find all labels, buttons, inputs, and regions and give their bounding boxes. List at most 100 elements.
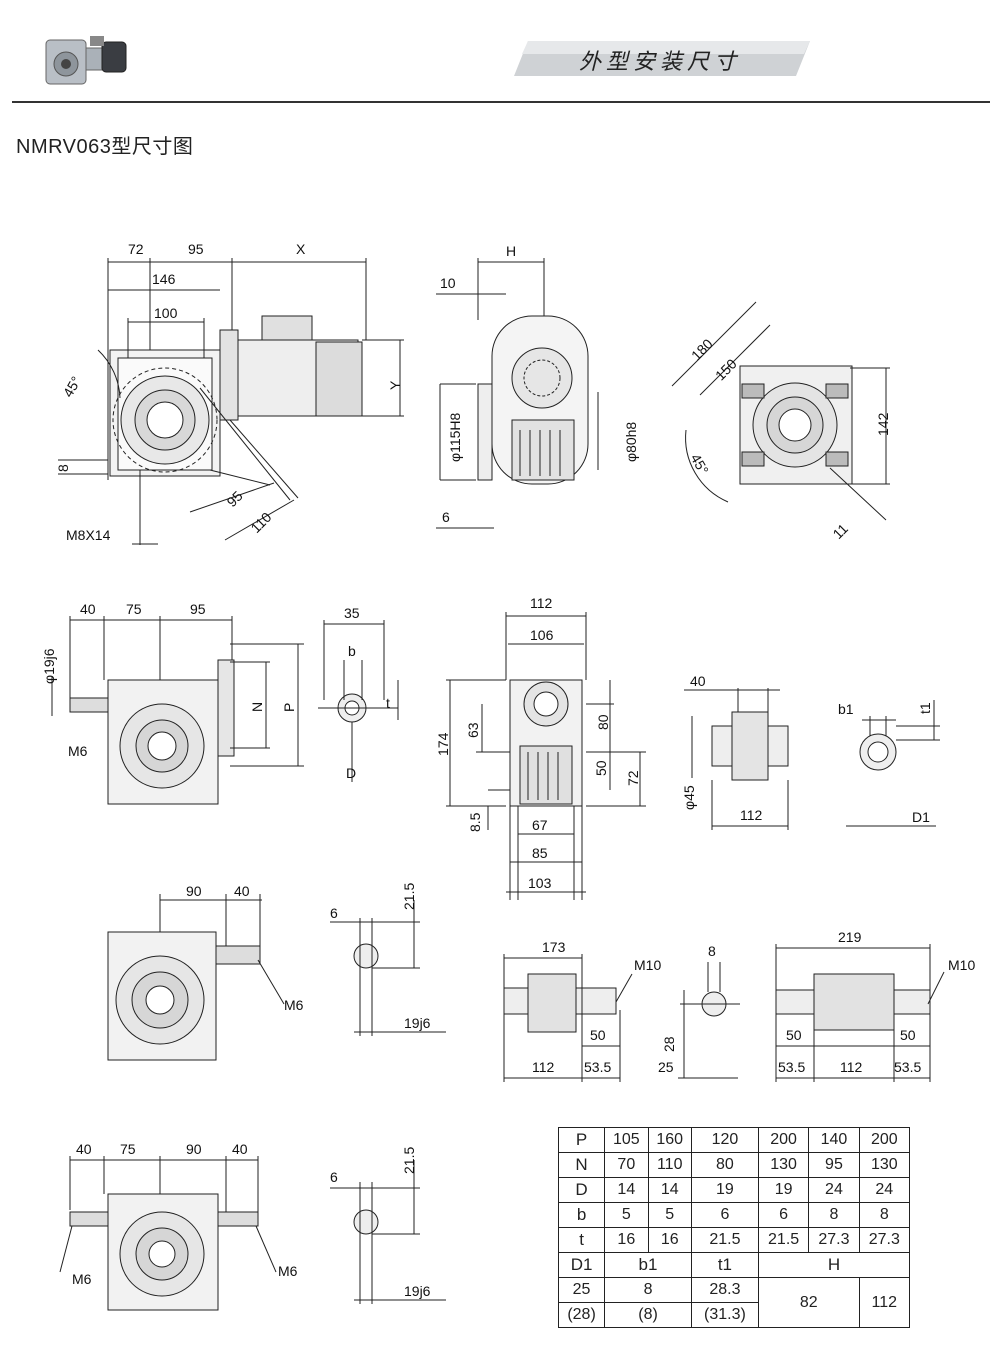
table-row: D 14 14 19 19 24 24	[557, 1177, 911, 1203]
table-cell: 95	[808, 1152, 860, 1178]
dim-label: M10	[948, 957, 975, 973]
header-divider	[12, 101, 990, 103]
output-shaft-view-drawing	[107, 894, 285, 1061]
dim-label: 95	[190, 601, 206, 617]
table-cell: 21.5	[757, 1227, 810, 1253]
dim-label: M10	[634, 957, 661, 973]
dim-label: 40	[232, 1141, 248, 1157]
dim-label: 6	[330, 1169, 338, 1185]
dim-label: X	[296, 241, 306, 257]
dim-label: 142	[875, 412, 891, 436]
dim-label: 146	[152, 271, 176, 287]
row-label: t	[557, 1227, 606, 1253]
table-cell: (31.3)	[690, 1302, 759, 1328]
dim-label: 6	[442, 509, 450, 525]
dim-label: 8	[55, 464, 71, 472]
dim-label: 19j6	[404, 1283, 431, 1299]
spec-table: P 105 160 120 200 140 200 N 70 110 80 13…	[557, 1127, 911, 1328]
dim-label: 10	[440, 275, 456, 291]
table-cell: 6	[757, 1202, 810, 1228]
table-cell: 130	[858, 1152, 911, 1178]
dim-label: t1	[917, 702, 933, 714]
dim-label: 112	[530, 595, 553, 611]
dim-label: φ45	[681, 785, 697, 810]
dim-label: M6	[68, 743, 88, 759]
table-cell: 14	[604, 1177, 649, 1203]
table-cell: 8	[604, 1277, 692, 1303]
side-view-drawing	[436, 258, 599, 529]
dim-label: M8X14	[66, 527, 111, 543]
dim-label: 110	[247, 509, 274, 536]
table-cell: 25	[557, 1277, 606, 1303]
column-header: t1	[690, 1252, 759, 1278]
dim-label: 11	[829, 520, 851, 542]
table-row: b 5 5 6 6 8 8	[557, 1202, 911, 1228]
dim-label: P	[281, 703, 297, 712]
dim-label: 50	[593, 760, 609, 776]
table-cell: 200	[757, 1127, 810, 1153]
table-cell: 110	[647, 1152, 692, 1178]
dim-label: b1	[838, 701, 854, 717]
table-cell: 82	[757, 1277, 860, 1328]
table-cell: 120	[690, 1127, 759, 1153]
dim-label: H	[506, 243, 516, 259]
table-row: t 16 16 21.5 21.5 27.3 27.3	[557, 1227, 911, 1253]
dim-label: 50	[900, 1027, 916, 1043]
table-cell: (28)	[557, 1302, 606, 1328]
dim-label: φ80h8	[623, 422, 639, 462]
dim-label: 219	[838, 929, 862, 945]
table-cell: 140	[808, 1127, 860, 1153]
double-input-view-drawing	[59, 1156, 277, 1311]
hollow-shaft-key-drawing	[846, 700, 940, 827]
gear-motor-thumbnail-icon	[45, 36, 127, 85]
table-cell: 14	[647, 1177, 692, 1203]
table-cell: 28.3	[690, 1277, 759, 1303]
dim-label: 112	[532, 1059, 555, 1075]
table-cell: 5	[647, 1202, 692, 1228]
table-cell: 130	[757, 1152, 810, 1178]
dim-label: 112	[740, 807, 763, 823]
dim-label: 63	[465, 722, 481, 738]
dim-label: 40	[76, 1141, 92, 1157]
side-view-2-drawing	[446, 612, 646, 900]
table-cell: 6	[690, 1202, 759, 1228]
dim-label: 95	[188, 241, 204, 257]
column-header: b1	[604, 1252, 692, 1278]
key-detail-2-drawing	[330, 1160, 446, 1304]
dim-label: 90	[186, 1141, 202, 1157]
dim-label: 100	[154, 305, 178, 321]
table-cell: 105	[604, 1127, 649, 1153]
table-cell: 21.5	[690, 1227, 759, 1253]
banner-background	[514, 41, 810, 76]
table-row: N 70 110 80 130 95 130	[557, 1152, 911, 1178]
table-cell: 8	[858, 1202, 911, 1228]
model-title: NMRV063型尺寸图	[16, 136, 194, 158]
dim-label: 21.5	[401, 883, 417, 910]
table-row: (28) (8) (31.3)	[557, 1302, 910, 1328]
dim-label: 85	[532, 845, 548, 861]
key-detail-1-drawing	[330, 900, 446, 1036]
dim-label: 40	[690, 673, 706, 689]
table-cell: 24	[858, 1177, 911, 1203]
dim-label: t	[386, 695, 390, 711]
dim-label: M6	[72, 1271, 92, 1287]
dim-label: 75	[126, 601, 142, 617]
table-cell: 80	[690, 1152, 759, 1178]
dim-label: 103	[528, 875, 552, 891]
dim-label: 53.5	[894, 1059, 921, 1075]
dim-label: b	[348, 643, 356, 659]
dim-label: D1	[912, 809, 930, 825]
dim-label: 174	[435, 732, 451, 756]
dim-label: 45°	[60, 374, 84, 400]
dim-label: M6	[278, 1263, 298, 1279]
dim-label: 8	[708, 943, 716, 959]
dim-label: 28	[661, 1036, 677, 1052]
column-header: H	[757, 1252, 911, 1278]
row-label: N	[557, 1152, 606, 1178]
keyway-small-drawing	[318, 620, 399, 782]
dim-label: 50	[786, 1027, 802, 1043]
double-output-shaft-drawing	[775, 944, 945, 1082]
dim-label: φ19j6	[41, 648, 57, 684]
dim-label: 45°	[687, 451, 711, 477]
single-output-shaft-drawing	[503, 954, 633, 1082]
